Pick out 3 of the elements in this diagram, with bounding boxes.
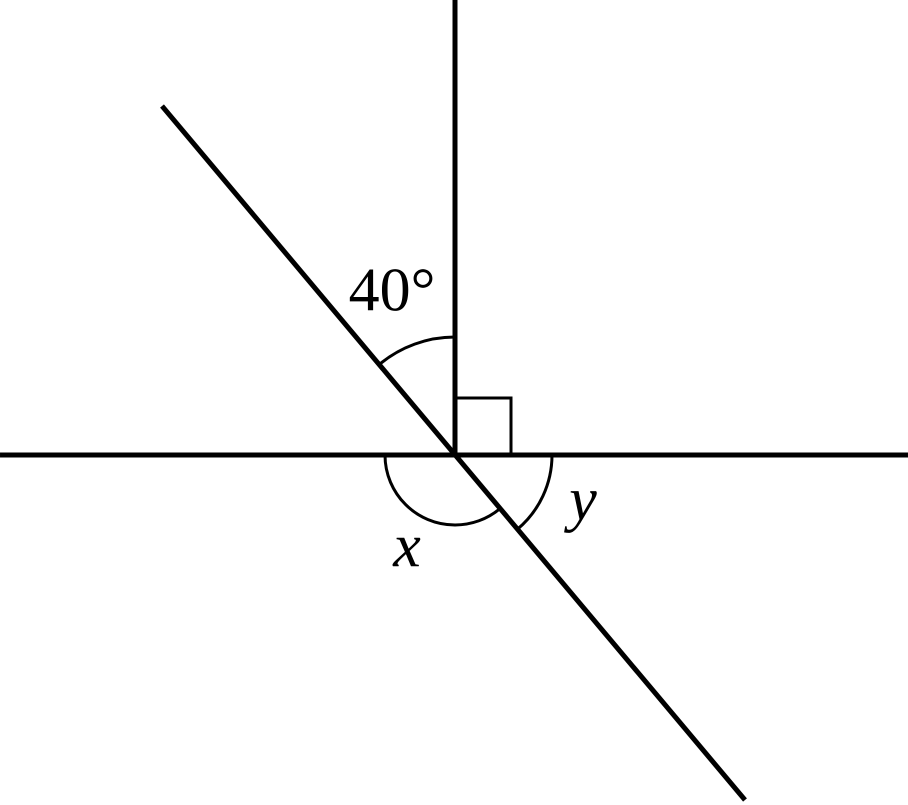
angle-label: x	[392, 538, 420, 566]
angle-label: y	[564, 491, 597, 533]
angle-label: 40°	[350, 269, 432, 311]
